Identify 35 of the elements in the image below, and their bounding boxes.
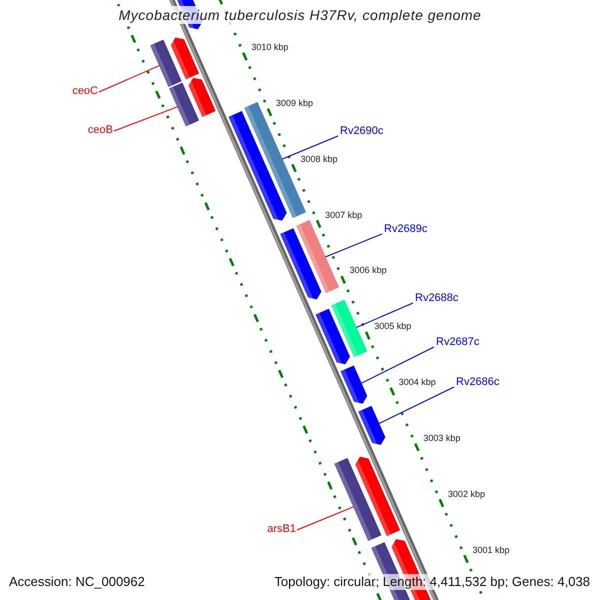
gene-feature: [334, 458, 382, 541]
gene-label: ceoB: [88, 123, 113, 137]
gene-label: arsB1: [267, 522, 296, 536]
scale-label: 3001 kbp: [472, 544, 510, 556]
scale-label: 3002 kbp: [448, 488, 485, 500]
gene-feature: [169, 82, 200, 126]
scale-label: 3006 kbp: [350, 265, 387, 276]
leader-line: [360, 346, 434, 384]
gene-label: Rv2690c: [340, 124, 384, 138]
scale-label: 3008 kbp: [300, 154, 338, 165]
gene-feature: [331, 300, 368, 358]
leader-line: [98, 65, 160, 92]
leader-line: [114, 106, 178, 132]
scale-label: 3003 kbp: [423, 432, 460, 444]
leader-line: [296, 506, 354, 530]
leader-line: [325, 234, 382, 258]
gene-feature: [358, 406, 386, 448]
gene-feature: [340, 366, 368, 406]
gene-label: ceoC: [72, 84, 98, 98]
scale-label: 3007 kbp: [325, 210, 362, 220]
gene-label: Rv2688c: [415, 291, 458, 305]
genome-stats-text: Topology: circular; Length: 4,411,532 bp; Genes: 4,038: [274, 574, 590, 590]
leader-line: [282, 136, 338, 160]
gene-label: Rv2689c: [384, 222, 428, 236]
scale-label: 3009 kbp: [276, 98, 313, 109]
scale-label: 3010 kbp: [251, 42, 288, 53]
gene-label: Rv2686c: [456, 375, 500, 389]
gene-feature: [296, 220, 340, 294]
scale-label: 3004 kbp: [398, 377, 436, 388]
gene-label: Rv2687c: [436, 335, 480, 349]
leader-line: [378, 386, 454, 424]
scale-label: 3005 kbp: [374, 321, 412, 332]
leader-line: [356, 302, 414, 328]
accession-text: Accession: NC_000962: [9, 574, 145, 590]
gene-feature: [150, 40, 182, 87]
